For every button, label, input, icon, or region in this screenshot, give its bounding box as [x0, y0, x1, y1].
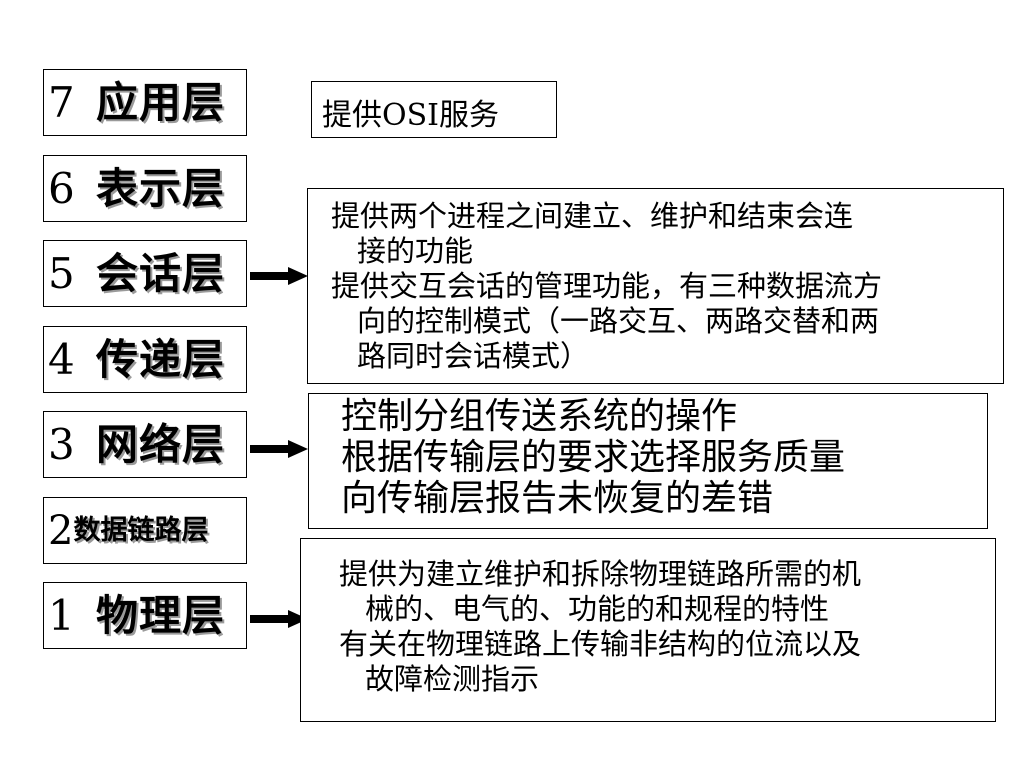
description-line: 向的控制模式（一路交互、两路交替和两: [357, 304, 880, 338]
layer-name: 传递层: [96, 334, 226, 384]
session-description-box: 提供两个进程之间建立、维护和结束会连 接的功能 提供交互会话的管理功能，有三种数…: [307, 188, 1004, 384]
description-line: 控制分组传送系统的操作: [341, 396, 738, 437]
layer-number: 3: [48, 419, 75, 469]
description-line: 根据传输层的要求选择服务质量: [341, 437, 846, 478]
description-line: 有关在物理链路上传输非结构的位流以及: [339, 627, 862, 661]
arrow-right-icon: [250, 440, 308, 458]
description-line: 接的功能: [357, 234, 474, 268]
layer-box-transport: 4 传递层: [43, 326, 247, 393]
layer-number: 4: [48, 334, 75, 384]
layer-box-session: 5 会话层: [43, 240, 247, 307]
physical-description-box: 提供为建立维护和拆除物理链路所需的机 械的、电气的、功能的和规程的特性 有关在物…: [300, 538, 996, 722]
layer-box-application: 7 应用层: [43, 69, 247, 136]
arrow-right-icon: [250, 610, 308, 628]
layer-number: 5: [48, 248, 75, 298]
description-line: 提供交互会话的管理功能，有三种数据流方: [331, 269, 883, 303]
layer-name: 应用层: [96, 77, 226, 127]
network-description-box: 控制分组传送系统的操作 根据传输层的要求选择服务质量 向传输层报告未恢复的差错: [308, 393, 988, 529]
application-description-box: 提供OSI服务: [311, 81, 557, 138]
layer-box-presentation: 6 表示层: [43, 155, 247, 222]
description-line: 提供两个进程之间建立、维护和结束会连: [331, 199, 854, 233]
arrow-right-icon: [250, 267, 308, 285]
layer-box-network: 3 网络层: [43, 411, 247, 478]
layer-number: 6: [48, 163, 75, 213]
layer-name: 会话层: [96, 248, 226, 298]
layer-name: 网络层: [96, 419, 226, 469]
layer-box-physical: 1 物理层: [43, 582, 247, 649]
layer-number: 1: [48, 590, 75, 640]
layer-number: 7: [48, 77, 75, 127]
description-line: 向传输层报告未恢复的差错: [341, 478, 774, 519]
description-line: 提供OSI服务: [322, 98, 499, 133]
layer-name: 表示层: [96, 163, 226, 213]
description-line: 路同时会话模式）: [357, 339, 590, 373]
description-line: 提供为建立维护和拆除物理链路所需的机: [339, 557, 862, 591]
layer-name: 数据链路层: [73, 515, 209, 546]
description-line: 械的、电气的、功能的和规程的特性: [365, 592, 830, 626]
layer-number: 2: [48, 507, 74, 554]
description-line: 故障检测指示: [365, 662, 540, 696]
layer-name: 物理层: [96, 590, 226, 640]
